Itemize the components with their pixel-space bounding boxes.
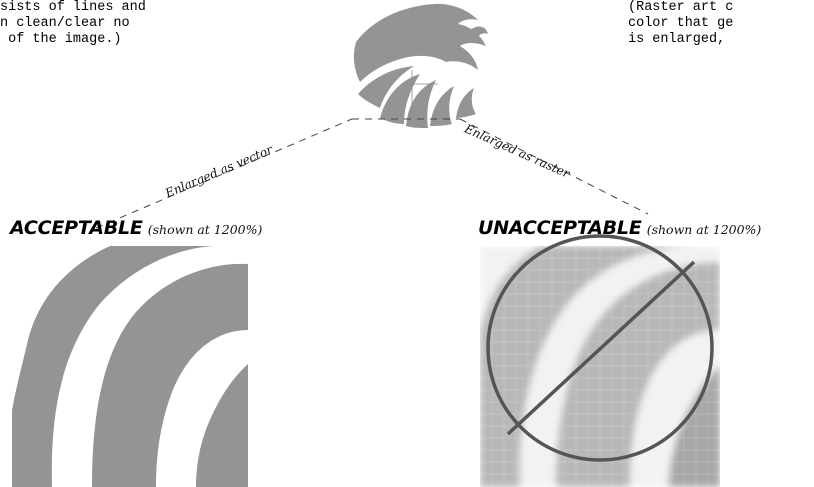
vector-path-label-text: Enlarged as vector: [162, 142, 275, 201]
unacceptable-title: UNACCEPTABLE: [478, 217, 642, 239]
acceptable-note: (shown at 1200%): [148, 222, 263, 237]
unacceptable-heading: UNACCEPTABLE (shown at 1200%): [478, 217, 761, 239]
acceptable-title: ACCEPTABLE: [10, 217, 143, 239]
raster-enlargement: [480, 246, 720, 487]
acceptable-heading: ACCEPTABLE (shown at 1200%): [10, 217, 262, 239]
vector-enlargement: [12, 246, 248, 487]
eagle-head-icon: [354, 4, 488, 128]
raster-path-label: Enlarged as raster: [462, 121, 573, 181]
vector-path-label: Enlarged as vector: [162, 142, 275, 201]
unacceptable-note: (shown at 1200%): [647, 222, 762, 237]
raster-path-label-text: Enlarged as raster: [462, 121, 573, 181]
